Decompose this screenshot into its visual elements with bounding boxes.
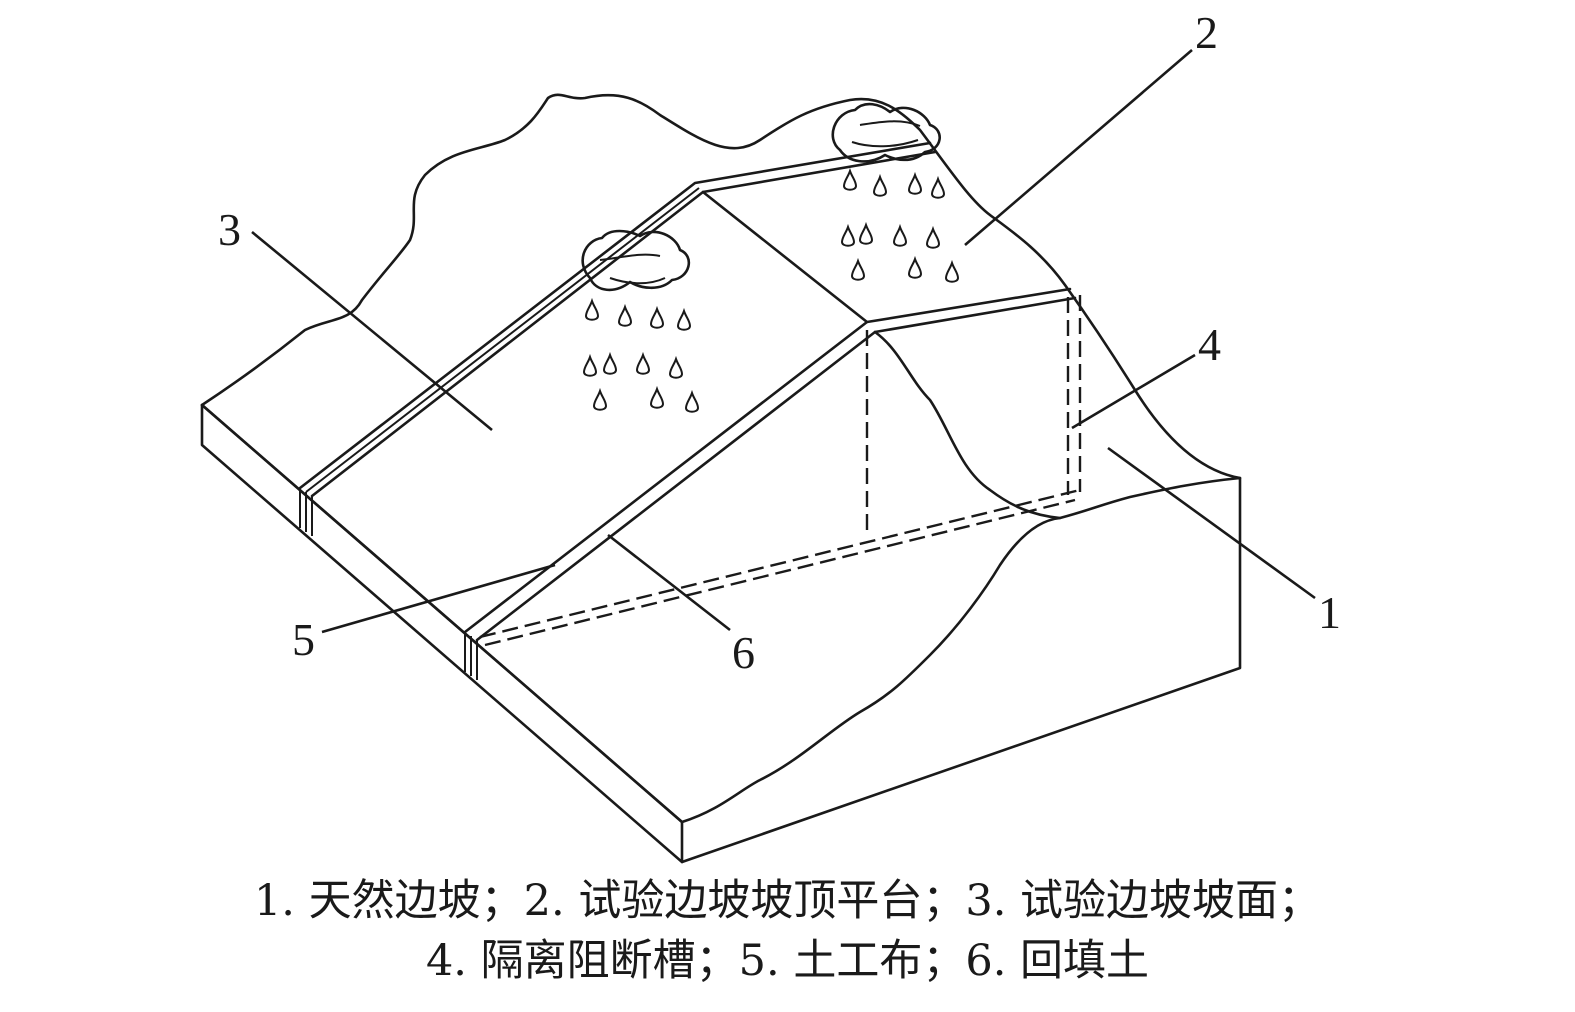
strip-end-marks-left [299, 488, 313, 536]
rain-drop-icon [842, 167, 858, 191]
rain-drop-icon [668, 355, 684, 379]
leader-line-1 [1107, 446, 1316, 600]
caption-line-2: 4. 隔离阻断槽；5. 土工布；6. 回填土 [425, 936, 1150, 986]
upper-geotextile-strip [298, 141, 932, 490]
slope-face-edge [200, 403, 684, 824]
leader-line-6 [607, 533, 731, 632]
front-right-face [680, 476, 1242, 864]
rain-drop-icon [582, 353, 598, 377]
callout-6: 6 [732, 627, 755, 678]
cloud-icon-left [581, 229, 691, 292]
leader-line-4 [1071, 353, 1196, 430]
cloud-icon-left-inner [599, 253, 666, 285]
slope-test-diagram: 1 2 3 4 5 6 [200, 7, 1341, 864]
callout-4: 4 [1198, 319, 1221, 370]
rain-drop-icon [684, 389, 700, 413]
caption-line-1: 1. 天然边坡；2. 试验边坡坡顶平台；3. 试验边坡坡面； [253, 876, 1322, 926]
callout-5: 5 [292, 614, 315, 665]
rain-drop-icon [617, 303, 633, 327]
left-block-front-face [200, 403, 684, 864]
lower-geotextile-strip [463, 287, 1072, 634]
callout-1: 1 [1318, 587, 1341, 638]
natural-slope-outline [200, 93, 1242, 480]
cloud-icon-right-inner [851, 120, 921, 148]
callout-3: 3 [218, 204, 241, 255]
slope-crest-line [701, 190, 869, 324]
rain-drop-icon [872, 173, 888, 197]
rain-drop-icon [592, 387, 608, 411]
callout-2: 2 [1195, 7, 1218, 58]
leader-line-3 [251, 230, 493, 432]
rain-drop-icon [649, 385, 665, 409]
rain-drops [582, 167, 960, 413]
upper-geotextile-strip-line [305, 187, 700, 493]
rain-drop-icon [925, 225, 941, 249]
upper-geotextile-strip-inner [310, 150, 937, 498]
rain-drop-icon [584, 297, 600, 321]
leader-line-5 [321, 563, 556, 634]
rain-drop-icon [907, 171, 923, 195]
trench-bottom-dash [479, 488, 1081, 639]
trench-bottom-dash-2 [484, 498, 1076, 647]
rain-drop-icon [635, 351, 651, 375]
rain-drop-icon [840, 223, 856, 247]
rain-drop-icon [676, 307, 692, 331]
rain-drop-icon [649, 305, 665, 329]
rain-drop-icon [930, 175, 946, 199]
cloud-icon-right [831, 102, 941, 163]
rain-drop-icon [850, 257, 866, 281]
lower-strip-end-marks [464, 632, 478, 680]
leader-line-2 [964, 49, 1193, 246]
rain-drop-icon [892, 223, 908, 247]
trench-inner-curve [873, 330, 1062, 520]
rain-drop-icon [907, 255, 923, 279]
rain-drop-icon [944, 259, 960, 283]
rain-drop-icon [858, 221, 874, 245]
rain-drop-icon [602, 351, 618, 375]
